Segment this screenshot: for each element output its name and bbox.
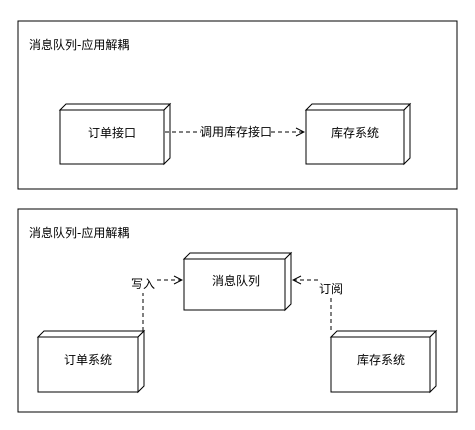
node-stock-system-top[interactable]: 库存系统: [304, 102, 412, 166]
edge-write: 写入: [131, 277, 182, 331]
edge-write-label: 写入: [131, 277, 155, 291]
panel-top-title: 消息队列-应用解耦: [29, 37, 129, 52]
node-message-queue-label: 消息队列: [212, 273, 260, 288]
node-message-queue[interactable]: 消息队列: [182, 251, 293, 312]
panel-top: 消息队列-应用解耦 订单接口 库存系统 调用库存接口: [17, 20, 458, 190]
node-order-interface-label: 订单接口: [88, 125, 136, 140]
node-order-system-label: 订单系统: [64, 353, 112, 367]
node-order-interface[interactable]: 订单接口: [58, 102, 172, 166]
edge-call-stock-interface-label: 调用库存接口: [200, 124, 272, 139]
node-stock-system-bottom[interactable]: 库存系统: [329, 329, 438, 394]
node-stock-system-top-label: 库存系统: [331, 125, 379, 140]
edge-subscribe-label: 订阅: [319, 282, 343, 296]
edge-call-stock-interface: 调用库存接口: [165, 124, 304, 139]
node-order-system[interactable]: 订单系统: [36, 329, 146, 394]
panel-bottom: 消息队列-应用解耦 消息队列 订单系统 库存系统 写入: [17, 208, 458, 413]
node-stock-system-bottom-label: 库存系统: [357, 352, 405, 367]
edge-subscribe: 订阅: [293, 280, 343, 330]
panel-bottom-title: 消息队列-应用解耦: [29, 225, 129, 240]
